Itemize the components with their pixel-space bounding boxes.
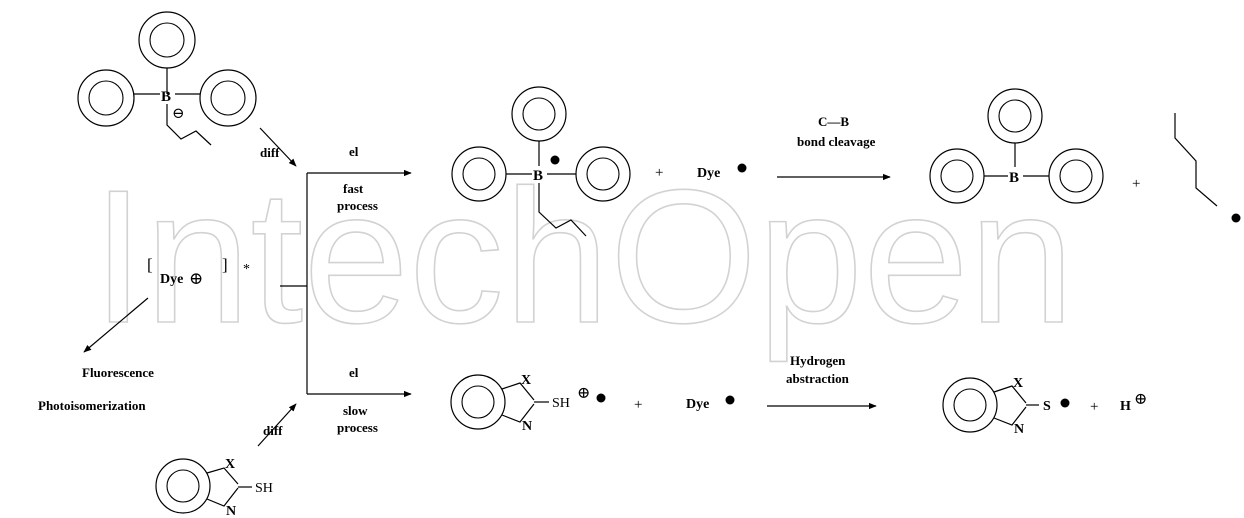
diff-arrow-top: [259, 127, 297, 167]
boron-atom: B: [1009, 170, 1019, 186]
dye-radical-top: Dye: [697, 166, 720, 181]
benzene-ring: [450, 374, 506, 430]
diff-label-bottom: diff: [263, 423, 283, 438]
bracket-open: [: [147, 255, 153, 274]
atom-x: X: [521, 373, 531, 388]
borate-radical-product: B: [451, 86, 631, 237]
slow-label: slow: [343, 403, 368, 418]
cation-symbol: ⊕: [189, 269, 203, 288]
atom-x: X: [225, 457, 235, 472]
phenyl-ring: [511, 86, 567, 142]
fast-label: fast: [343, 181, 364, 196]
bond-cleavage-label: bond cleavage: [797, 134, 876, 149]
plus-sign: +: [655, 165, 663, 181]
el-label-top: el: [349, 144, 359, 159]
mercaptobenzazole-reactant: X N SH: [155, 457, 273, 518]
hydrogen-label: Hydrogen: [790, 353, 846, 368]
atom-x: X: [1013, 376, 1023, 391]
abstraction-label: abstraction: [786, 371, 850, 386]
phenyl-ring: [138, 11, 196, 69]
benzene-ring: [155, 458, 211, 514]
diff-arrow-bottom: [257, 403, 297, 447]
atom-n: N: [522, 419, 532, 434]
cb-bond-label: C—B: [818, 114, 849, 129]
phenyl-ring: [451, 146, 507, 202]
atom-n: N: [226, 504, 236, 518]
radical-dot: [1231, 213, 1241, 223]
phenyl-ring: [987, 88, 1043, 144]
atom-n: N: [1014, 422, 1024, 437]
process-label-top: process: [337, 198, 378, 213]
cation-symbol: ⊕: [577, 385, 590, 402]
diff-label-top: diff: [260, 145, 280, 160]
thiol-sh: SH: [552, 396, 570, 411]
phenyl-ring: [575, 146, 631, 202]
el-label-bottom: el: [349, 365, 359, 380]
excited-star: *: [243, 262, 250, 277]
decay-arrow: [83, 297, 149, 353]
phenyl-ring: [77, 69, 135, 127]
radical-dot: [725, 395, 735, 405]
phenyl-ring: [199, 69, 257, 127]
thiol-radical-cation-product: X N SH ⊕: [450, 373, 606, 434]
phenyl-ring: [929, 148, 985, 204]
radical-dot: [737, 163, 747, 173]
butyl-radical-product: [1174, 113, 1241, 223]
proton-h: H: [1120, 399, 1131, 414]
triphenylborane-product: B: [929, 88, 1104, 204]
bracket-close: ]: [222, 255, 228, 274]
phenyl-ring: [1048, 148, 1104, 204]
dye-radical-bottom: Dye: [686, 397, 709, 412]
fluorescence-label: Fluorescence: [82, 365, 154, 380]
benzene-ring: [942, 377, 998, 433]
thiyl-s: S: [1043, 399, 1051, 414]
excited-dye: [ Dye ⊕ ] *: [147, 255, 250, 288]
boron-atom: B: [161, 89, 171, 105]
dye-label: Dye: [160, 272, 183, 287]
borate-anion-reactant: B ⊖: [77, 11, 257, 146]
plus-sign: +: [1132, 176, 1140, 192]
radical-dot: [1060, 398, 1070, 408]
thiol-sh: SH: [255, 481, 273, 496]
process-label-bottom: process: [337, 420, 378, 435]
photoisomerization-label: Photoisomerization: [38, 398, 146, 413]
cation-symbol: ⊕: [1134, 391, 1147, 408]
plus-sign: +: [634, 397, 642, 413]
anion-symbol: ⊖: [172, 106, 185, 122]
radical-dot: [550, 155, 560, 165]
radical-dot: [596, 393, 606, 403]
boron-atom: B: [533, 168, 543, 184]
plus-sign: +: [1090, 399, 1098, 415]
thiyl-radical-product: X N S: [942, 376, 1070, 437]
